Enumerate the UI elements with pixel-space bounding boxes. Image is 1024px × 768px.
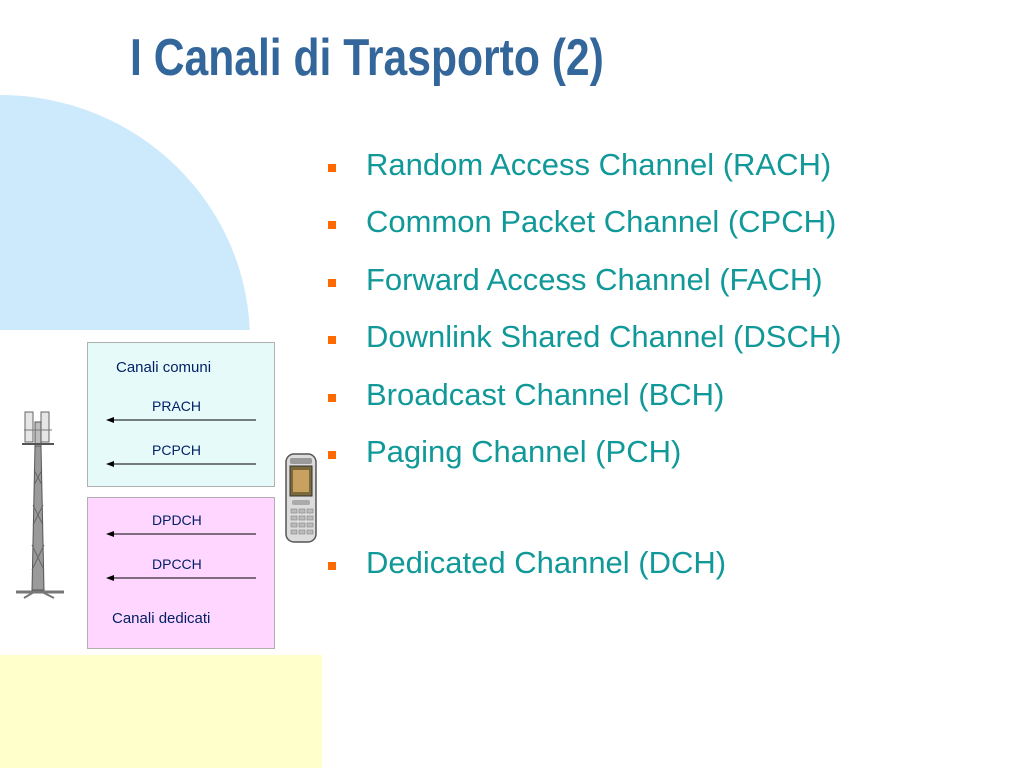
bullet-text: Dedicated Channel (DCH): [366, 545, 727, 581]
channel-label-dpcch: DPCCH: [152, 556, 202, 572]
arrow-left-icon: [106, 575, 256, 581]
bullet-text: Broadcast Channel (BCH): [366, 376, 725, 412]
bullet-square-icon: [328, 393, 336, 402]
common-channels-label: Canali comuni: [116, 359, 212, 376]
common-channels-box: Canali comuni PRACH PCPCH: [87, 342, 275, 487]
bullet-item: Forward Access Channel (FACH): [326, 261, 842, 318]
bullet-square-icon: [328, 278, 336, 287]
channel-label-dpdch: DPDCH: [152, 512, 202, 528]
bullet-item: Paging Channel (PCH): [326, 433, 842, 490]
bullet-text: Paging Channel (PCH): [366, 433, 682, 469]
bullet-square-icon: [328, 221, 336, 230]
bullet-list: Random Access Channel (RACH) Common Pack…: [326, 146, 842, 602]
dedicated-channels-label: Canali dedicati: [112, 610, 211, 627]
bullet-item: Downlink Shared Channel (DSCH): [326, 318, 842, 375]
bullet-text: Forward Access Channel (FACH): [366, 261, 823, 297]
bullet-square-icon: [328, 450, 336, 459]
channel-diagram: Canali comuni PRACH PCPCH DPDCH DPCCH Ca…: [0, 330, 280, 652]
arrow-left-icon: [106, 461, 256, 467]
mobile-phone-icon: [285, 453, 317, 543]
bullet-square-icon: [328, 336, 336, 345]
background-yellow-shape: [0, 655, 322, 768]
antenna-tower-icon: [16, 411, 64, 599]
bullet-square-icon: [328, 562, 336, 571]
arrow-left-icon: [106, 531, 256, 537]
bullet-item: Common Packet Channel (CPCH): [326, 203, 842, 260]
bullet-item: Broadcast Channel (BCH): [326, 376, 842, 433]
slide-title: I Canali di Trasporto (2): [130, 29, 604, 87]
background-blue-shape: [0, 95, 250, 340]
arrow-left-icon: [106, 417, 256, 423]
channel-label-prach: PRACH: [152, 398, 202, 414]
bullet-item: Dedicated Channel (DCH): [326, 544, 842, 601]
dedicated-channels-box: DPDCH DPCCH Canali dedicati: [87, 497, 275, 649]
bullet-text: Common Packet Channel (CPCH): [366, 204, 837, 240]
bullet-item: Random Access Channel (RACH): [326, 146, 842, 203]
bullet-square-icon: [328, 164, 336, 172]
bullet-text: Downlink Shared Channel (DSCH): [366, 319, 842, 355]
bullet-text: Random Access Channel (RACH): [366, 147, 832, 182]
channel-label-pcpch: PCPCH: [152, 442, 202, 458]
